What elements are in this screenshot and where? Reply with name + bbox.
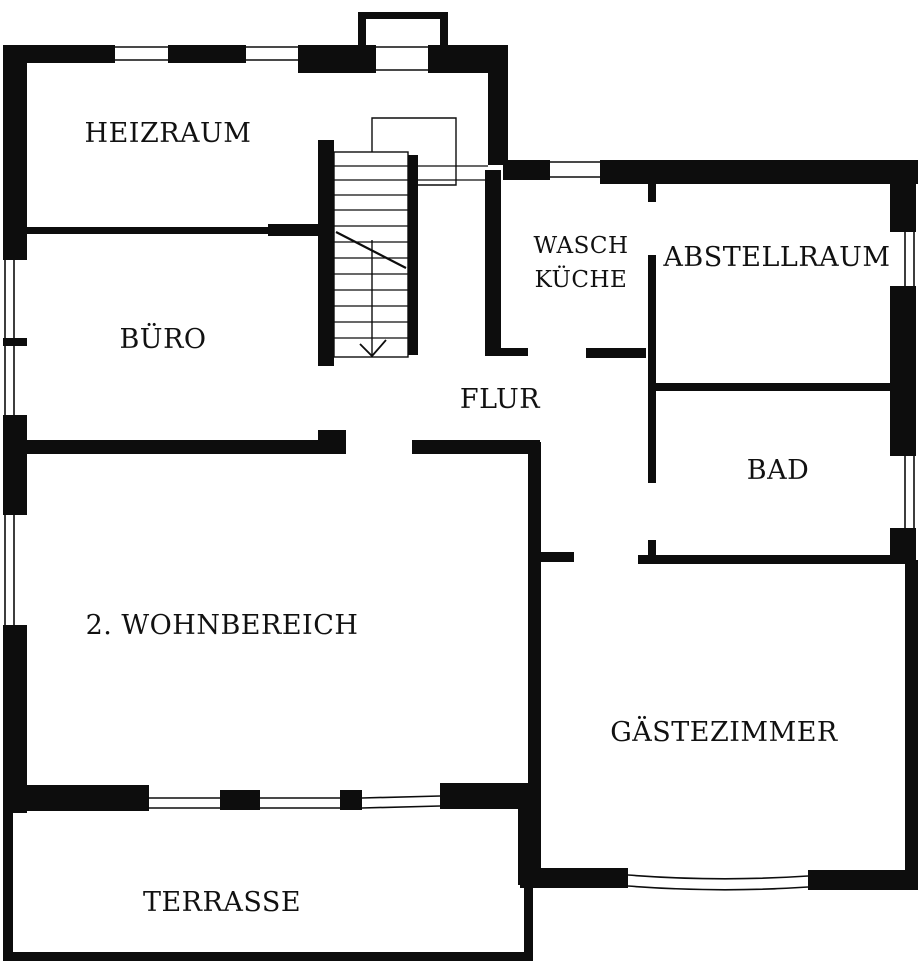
guest-top-stub (540, 552, 574, 562)
stair-wall-right (408, 155, 418, 355)
buero-living-stub (318, 430, 346, 454)
living-bottom-c (340, 790, 362, 810)
windows (4, 46, 915, 891)
buero-living-wall (20, 440, 346, 454)
room-labels: HEIZRAUM BÜRO WASCH KÜCHE ABSTELLRAUM FL… (85, 118, 891, 918)
bath-left-stub (648, 540, 656, 560)
bath-bottom-wall (638, 555, 908, 564)
wasch-stub-left (500, 348, 528, 356)
center-wall-lower (485, 170, 501, 356)
label-heizraum: HEIZRAUM (85, 118, 252, 149)
label-gaestezimmer: GÄSTEZIMMER (610, 715, 838, 748)
living-bottom-a (3, 785, 149, 811)
label-waschkueche-line2: KÜCHE (535, 266, 628, 293)
wasch-stub-right (586, 348, 646, 358)
terrace-bottom-wall (3, 952, 533, 961)
terrace-right-upper (518, 785, 532, 885)
living-bottom-b (220, 790, 260, 810)
chimney-left (358, 12, 366, 52)
center-wall-upper (488, 45, 508, 165)
heiz-buero-wall-stub (268, 224, 318, 236)
chimney-top (358, 12, 448, 19)
guest-left-wall (528, 442, 541, 882)
living-top-right-wall (412, 440, 540, 454)
label-terrasse: TERRASSE (143, 887, 301, 918)
stair-wall-left (318, 140, 334, 366)
chimney-right (440, 12, 448, 52)
storage-bath-wall (656, 383, 896, 391)
label-waschkueche-line1: WASCH (533, 233, 628, 259)
right-top-wall-a (503, 160, 550, 180)
bottom-right-wall-a (520, 868, 628, 888)
storage-left-wall-lower (648, 255, 656, 483)
label-bad: BAD (747, 455, 810, 486)
label-abstellraum: ABSTELLRAUM (662, 242, 890, 273)
left-wall-low (3, 625, 27, 813)
heiz-buero-wall (20, 227, 320, 234)
bottom-right-wall-b (808, 870, 918, 890)
terrace-right-wall (524, 868, 533, 960)
outer-walls (3, 12, 918, 890)
right-wall-b (890, 286, 916, 456)
terrace-left-wall (3, 810, 13, 960)
interior-walls (20, 140, 908, 564)
right-wall-a (890, 170, 916, 232)
terrace (3, 785, 533, 961)
left-wall-mid2 (3, 415, 27, 515)
label-flur: FLUR (460, 384, 540, 415)
label-buero: BÜRO (119, 321, 206, 355)
left-wall-mid (3, 338, 27, 346)
label-wohnbereich: 2. WOHNBEREICH (86, 610, 359, 641)
right-top-wall-b (600, 160, 918, 184)
storage-left-wall (648, 180, 656, 202)
staircase (333, 117, 488, 358)
top-wall-a (3, 45, 115, 63)
right-wall-d (905, 560, 918, 890)
top-wall-b (168, 45, 246, 63)
left-wall-top (3, 45, 27, 260)
